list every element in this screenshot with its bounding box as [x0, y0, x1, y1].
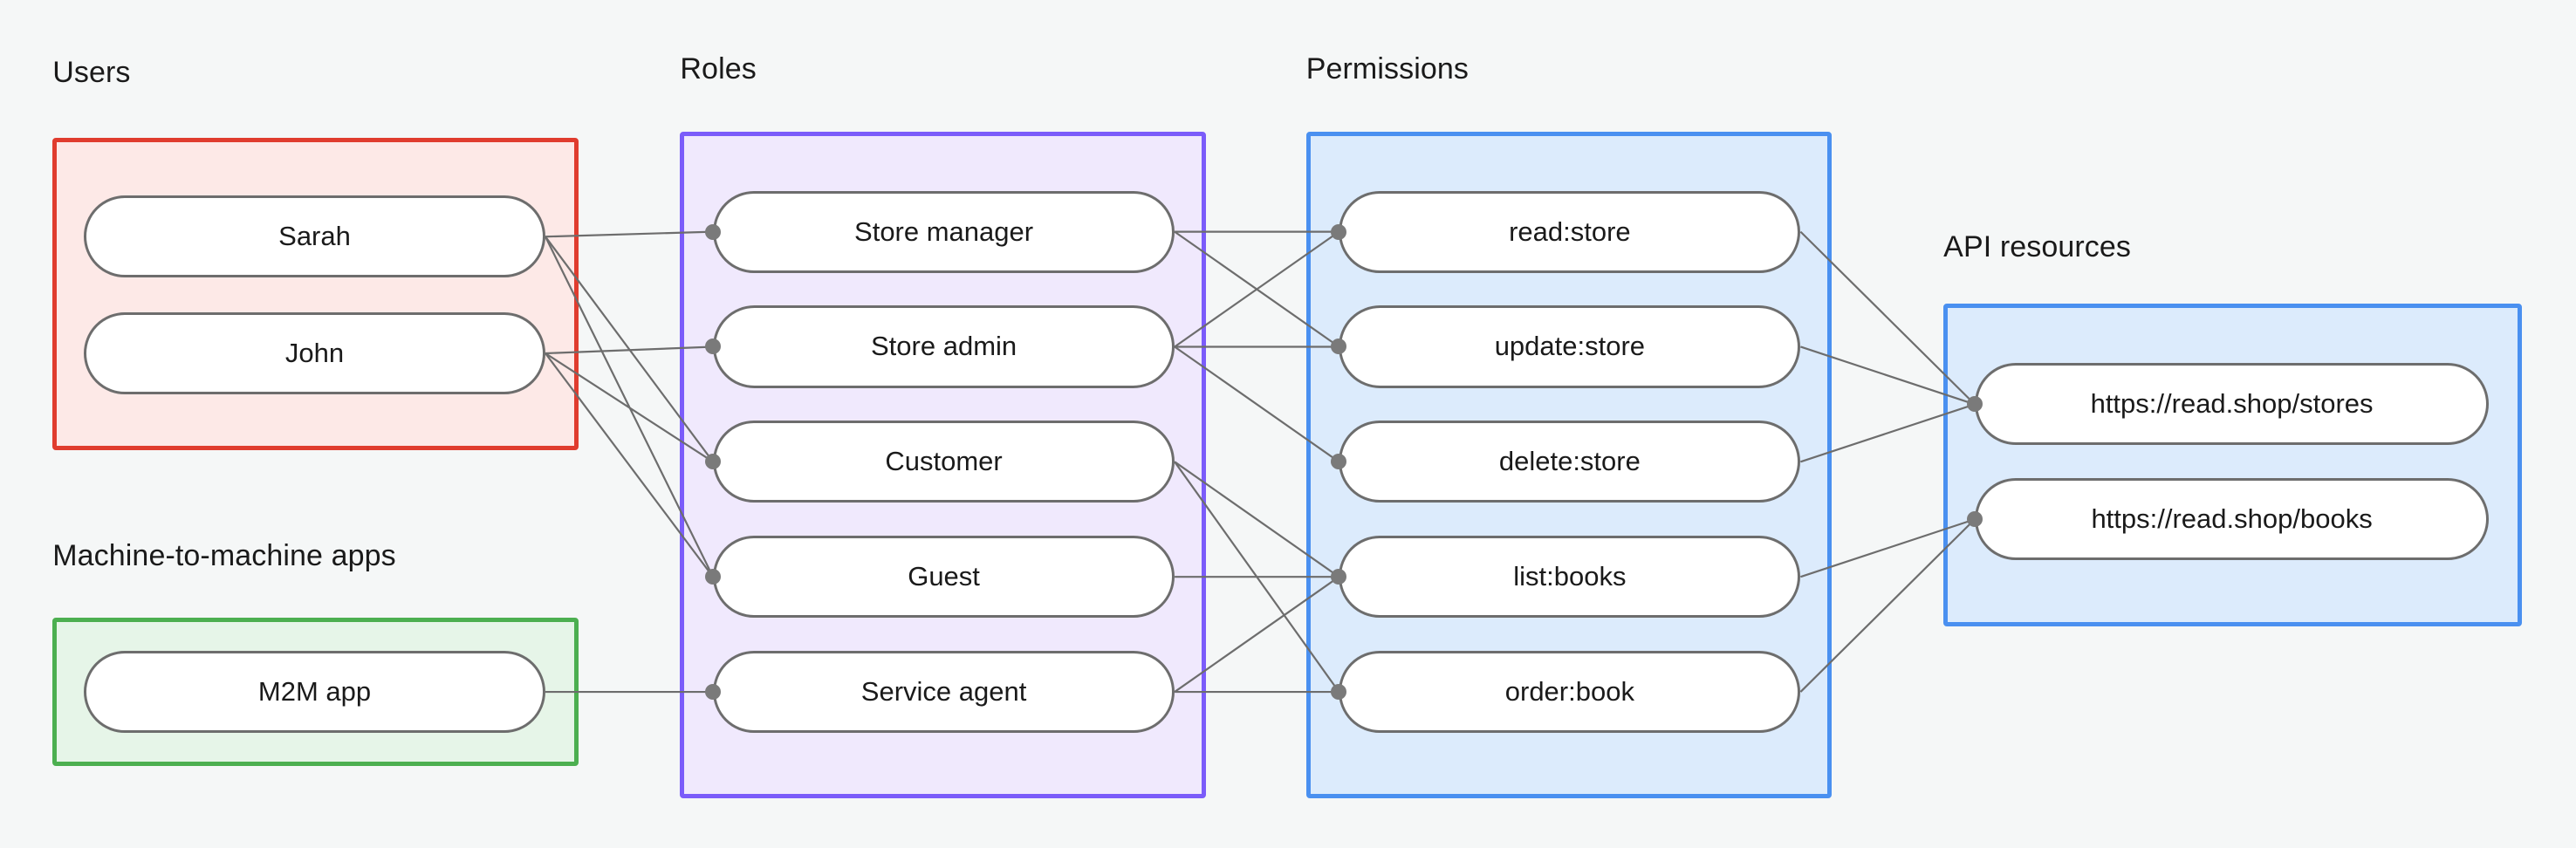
connection-port-storemanager [705, 223, 722, 240]
connection-port-readstore [1331, 223, 1347, 240]
group-title-users: Users [52, 56, 131, 90]
node-apistores[interactable]: https://read.shop/stores [1974, 363, 2490, 446]
node-guest[interactable]: Guest [713, 536, 1175, 619]
node-customer[interactable]: Customer [713, 421, 1175, 503]
group-title-api: API resources [1943, 229, 2132, 263]
connection-port-guest [705, 569, 722, 585]
connection-port-deletestore [1331, 454, 1347, 470]
node-storemanager[interactable]: Store manager [713, 190, 1175, 273]
node-john[interactable]: John [84, 311, 546, 395]
connection-port-orderbook [1331, 684, 1347, 701]
group-title-roles: Roles [680, 52, 757, 86]
group-box-users [52, 138, 579, 451]
group-title-permissions: Permissions [1305, 52, 1469, 86]
node-serviceagent[interactable]: Service agent [713, 650, 1175, 734]
node-orderbook[interactable]: order:book [1339, 650, 1801, 734]
node-updatestore[interactable]: update:store [1339, 305, 1801, 388]
connection-port-customer [705, 454, 722, 470]
node-storeadmin[interactable]: Store admin [713, 305, 1175, 388]
connection-port-storeadmin [705, 339, 722, 355]
connection-port-listbooks [1331, 569, 1347, 585]
connection-port-apistores [1966, 396, 1983, 413]
node-listbooks[interactable]: list:books [1339, 536, 1801, 619]
group-box-api [1943, 304, 2522, 626]
node-deletestore[interactable]: delete:store [1339, 421, 1801, 503]
group-title-m2m: Machine-to-machine apps [52, 538, 396, 572]
connection-port-serviceagent [705, 684, 722, 701]
node-sarah[interactable]: Sarah [84, 195, 546, 278]
node-readstore[interactable]: read:store [1339, 190, 1801, 273]
node-m2mapp[interactable]: M2M app [84, 650, 546, 734]
connection-port-updatestore [1331, 339, 1347, 355]
connection-port-apibooks [1966, 511, 1983, 528]
node-apibooks[interactable]: https://read.shop/books [1974, 478, 2490, 561]
